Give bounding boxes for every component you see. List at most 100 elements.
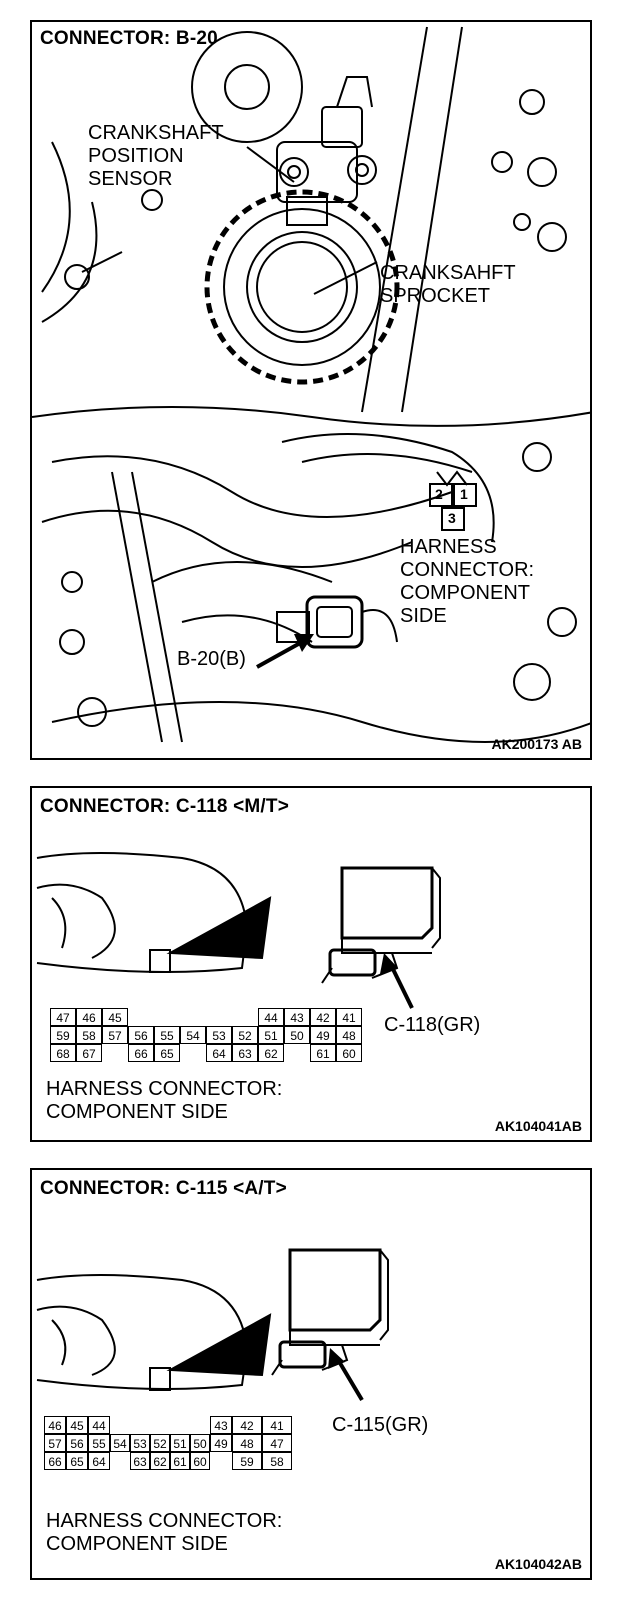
panel-b20: CONNECTOR: B-20 CRANKSHAFT POSITION SENS… xyxy=(30,20,592,760)
pin-gap xyxy=(190,1416,210,1434)
pin-3: 3 xyxy=(448,510,456,526)
pin-cell: 60 xyxy=(190,1452,210,1470)
pin-cell: 41 xyxy=(262,1416,292,1434)
pin-cell: 52 xyxy=(232,1026,258,1044)
pin-cell: 53 xyxy=(130,1434,150,1452)
figure-code: AK104041AB xyxy=(494,1118,582,1134)
pin-cell: 44 xyxy=(258,1008,284,1026)
pin-cell: 53 xyxy=(206,1026,232,1044)
dash-illustration xyxy=(36,852,441,1009)
pin-cell: 61 xyxy=(310,1044,336,1062)
pin-gap xyxy=(180,1044,206,1062)
pin-cell: 43 xyxy=(210,1416,232,1434)
pin-cell: 67 xyxy=(76,1044,102,1062)
pin-cell: 62 xyxy=(258,1044,284,1062)
pin-gap xyxy=(128,1008,154,1026)
pin-1: 1 xyxy=(460,486,468,502)
harness-label: HARNESS CONNECTOR: COMPONENT SIDE xyxy=(46,1078,282,1124)
pin-cell: 50 xyxy=(190,1434,210,1452)
sensor-label-line: SENSOR xyxy=(88,168,173,190)
pin-cell: 56 xyxy=(66,1434,88,1452)
panel-title: CONNECTOR: C-118 <M/T> xyxy=(40,796,289,817)
pin-cell: 60 xyxy=(336,1044,362,1062)
sensor-label: CRANKSHAFT POSITION SENSOR xyxy=(88,122,224,191)
pin-cell: 44 xyxy=(88,1416,110,1434)
pin-cell: 68 xyxy=(50,1044,76,1062)
pin-cell: 59 xyxy=(50,1026,76,1044)
sprocket-label-line: CRANKSAHFT xyxy=(380,262,516,284)
pin-cell: 42 xyxy=(310,1008,336,1026)
pin-2: 2 xyxy=(435,486,443,502)
sprocket-label: CRANKSAHFT SPROCKET xyxy=(380,262,516,308)
pin-cell: 52 xyxy=(150,1434,170,1452)
pin-cell: 61 xyxy=(170,1452,190,1470)
pin-cell: 54 xyxy=(110,1434,130,1452)
pin-gap xyxy=(102,1044,128,1062)
pin-cell: 66 xyxy=(128,1044,154,1062)
pin-cell: 47 xyxy=(262,1434,292,1452)
pin-cell: 62 xyxy=(150,1452,170,1470)
harness-label-line: CONNECTOR: xyxy=(400,559,535,581)
harness-label-line: HARNESS CONNECTOR: xyxy=(46,1078,283,1100)
pin-cell: 59 xyxy=(232,1452,262,1470)
pin-cell: 51 xyxy=(258,1026,284,1044)
panel-title: CONNECTOR: B-20 xyxy=(40,28,218,49)
pin-cell: 65 xyxy=(154,1044,180,1062)
figure-code: AK104042AB xyxy=(494,1556,582,1572)
harness-label-line: HARNESS xyxy=(400,536,497,558)
pin-gap xyxy=(284,1044,310,1062)
connector-ref: B-20(B) xyxy=(177,648,246,670)
sprocket-label-line: SPROCKET xyxy=(380,285,491,307)
harness-label-line: SIDE xyxy=(400,605,447,627)
pin-cell: 41 xyxy=(336,1008,362,1026)
pin-cell: 50 xyxy=(284,1026,310,1044)
pin-cell: 57 xyxy=(44,1434,66,1452)
pin-cell: 48 xyxy=(336,1026,362,1044)
sensor-label-line: POSITION xyxy=(88,145,184,167)
connector-ref: C-115(GR) xyxy=(332,1414,429,1436)
pin-cell: 65 xyxy=(66,1452,88,1470)
pin-cell: 49 xyxy=(210,1434,232,1452)
pin-cell: 58 xyxy=(76,1026,102,1044)
figure-code: AK200173 AB xyxy=(491,736,582,752)
pin-gap xyxy=(210,1452,232,1470)
harness-label-line: COMPONENT SIDE xyxy=(46,1533,228,1555)
pin-cell: 64 xyxy=(206,1044,232,1062)
pin-cell: 56 xyxy=(128,1026,154,1044)
pin-gap xyxy=(180,1008,206,1026)
pin-cell: 43 xyxy=(284,1008,310,1026)
pin-gap xyxy=(206,1008,232,1026)
harness-label-line: HARNESS CONNECTOR: xyxy=(46,1510,283,1532)
pin-gap xyxy=(110,1416,130,1434)
engine-illustration xyxy=(32,26,590,743)
pin-gap xyxy=(154,1008,180,1026)
pin-cell: 48 xyxy=(232,1434,262,1452)
pin-cell: 45 xyxy=(102,1008,128,1026)
pin-cell: 63 xyxy=(232,1044,258,1062)
pin-cell: 45 xyxy=(66,1416,88,1434)
pin-cell: 55 xyxy=(154,1026,180,1044)
sensor-label-line: CRANKSHAFT xyxy=(88,122,224,144)
pin-cell: 63 xyxy=(130,1452,150,1470)
pin-cell: 54 xyxy=(180,1026,206,1044)
pin-gap xyxy=(170,1416,190,1434)
pin-cell: 46 xyxy=(76,1008,102,1026)
pin-gap xyxy=(150,1416,170,1434)
pin-gap xyxy=(110,1452,130,1470)
pin-cell: 66 xyxy=(44,1452,66,1470)
pin-cell: 58 xyxy=(262,1452,292,1470)
pin-gap xyxy=(130,1416,150,1434)
dash-illustration xyxy=(36,1248,389,1402)
pin-cell: 47 xyxy=(50,1008,76,1026)
connector-ref: C-118(GR) xyxy=(384,1014,481,1036)
pin-cell: 57 xyxy=(102,1026,128,1044)
pin-cell: 51 xyxy=(170,1434,190,1452)
harness-label: HARNESS CONNECTOR: COMPONENT SIDE xyxy=(46,1510,282,1556)
harness-label-line: COMPONENT xyxy=(400,582,530,604)
harness-label: HARNESS CONNECTOR: COMPONENT SIDE xyxy=(400,536,534,628)
pin-cell: 55 xyxy=(88,1434,110,1452)
harness-label-line: COMPONENT SIDE xyxy=(46,1101,228,1123)
